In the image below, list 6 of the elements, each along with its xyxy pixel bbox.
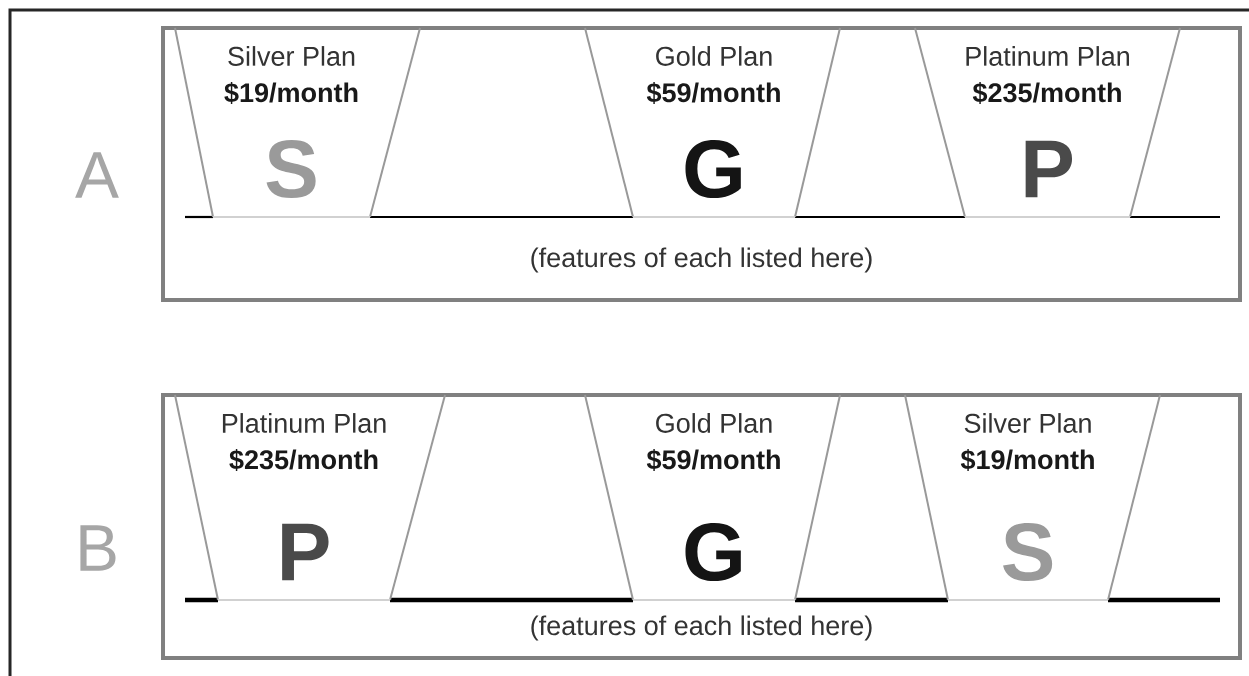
plan-tab: Silver Plan $19/month S	[904, 394, 1161, 601]
plan-tab: Platinum Plan $235/month P	[174, 394, 446, 601]
plan-tab: Platinum Plan $235/month P	[914, 27, 1181, 218]
plan-tab: Gold Plan $59/month G	[584, 394, 841, 601]
plan-tab: Gold Plan $59/month G	[584, 27, 841, 218]
plan-tab: Silver Plan $19/month S	[174, 27, 421, 218]
